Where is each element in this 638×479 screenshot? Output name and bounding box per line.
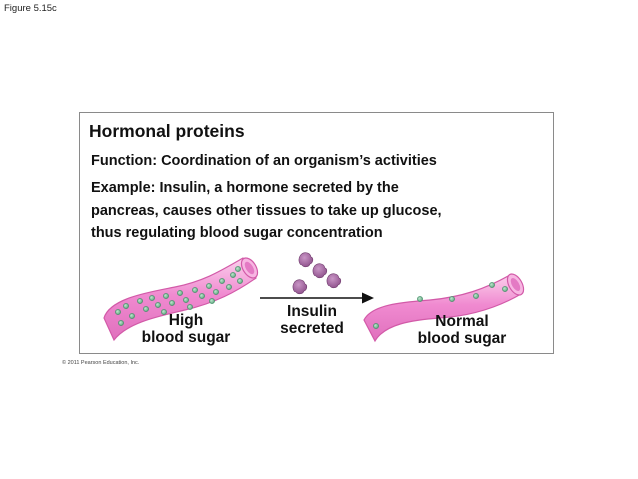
vessel-high-blood-sugar: [103, 257, 259, 342]
vessel-normal-blood-sugar: [363, 273, 525, 343]
arrow-icon: [260, 292, 374, 304]
example-text-line-3: thus regulating blood sugar concentratio…: [91, 225, 383, 241]
example-text-line-2: pancreas, causes other tissues to take u…: [91, 203, 442, 219]
function-text: Function: Coordination of an organism’s …: [91, 153, 437, 169]
example-text-line-1: Example: Insulin, a hormone secreted by …: [91, 180, 399, 196]
high-label-line-1: High: [168, 312, 204, 329]
high-label-line-2: blood sugar: [141, 329, 231, 346]
insulin-secreted-label: Insulin secreted: [262, 303, 362, 337]
insulin-label-line-2: secreted: [280, 320, 344, 337]
high-blood-sugar-label: High blood sugar: [124, 312, 248, 346]
insulin-label-line-1: Insulin: [287, 303, 337, 320]
copyright-notice: © 2011 Pearson Education, Inc.: [62, 360, 140, 366]
figure-label: Figure 5.15c: [4, 3, 57, 14]
normal-label-line-1: Normal: [435, 313, 489, 330]
panel-title: Hormonal proteins: [89, 121, 245, 141]
normal-label-line-2: blood sugar: [417, 330, 507, 347]
insulin-molecules: [292, 252, 342, 295]
normal-blood-sugar-label: Normal blood sugar: [402, 313, 522, 347]
